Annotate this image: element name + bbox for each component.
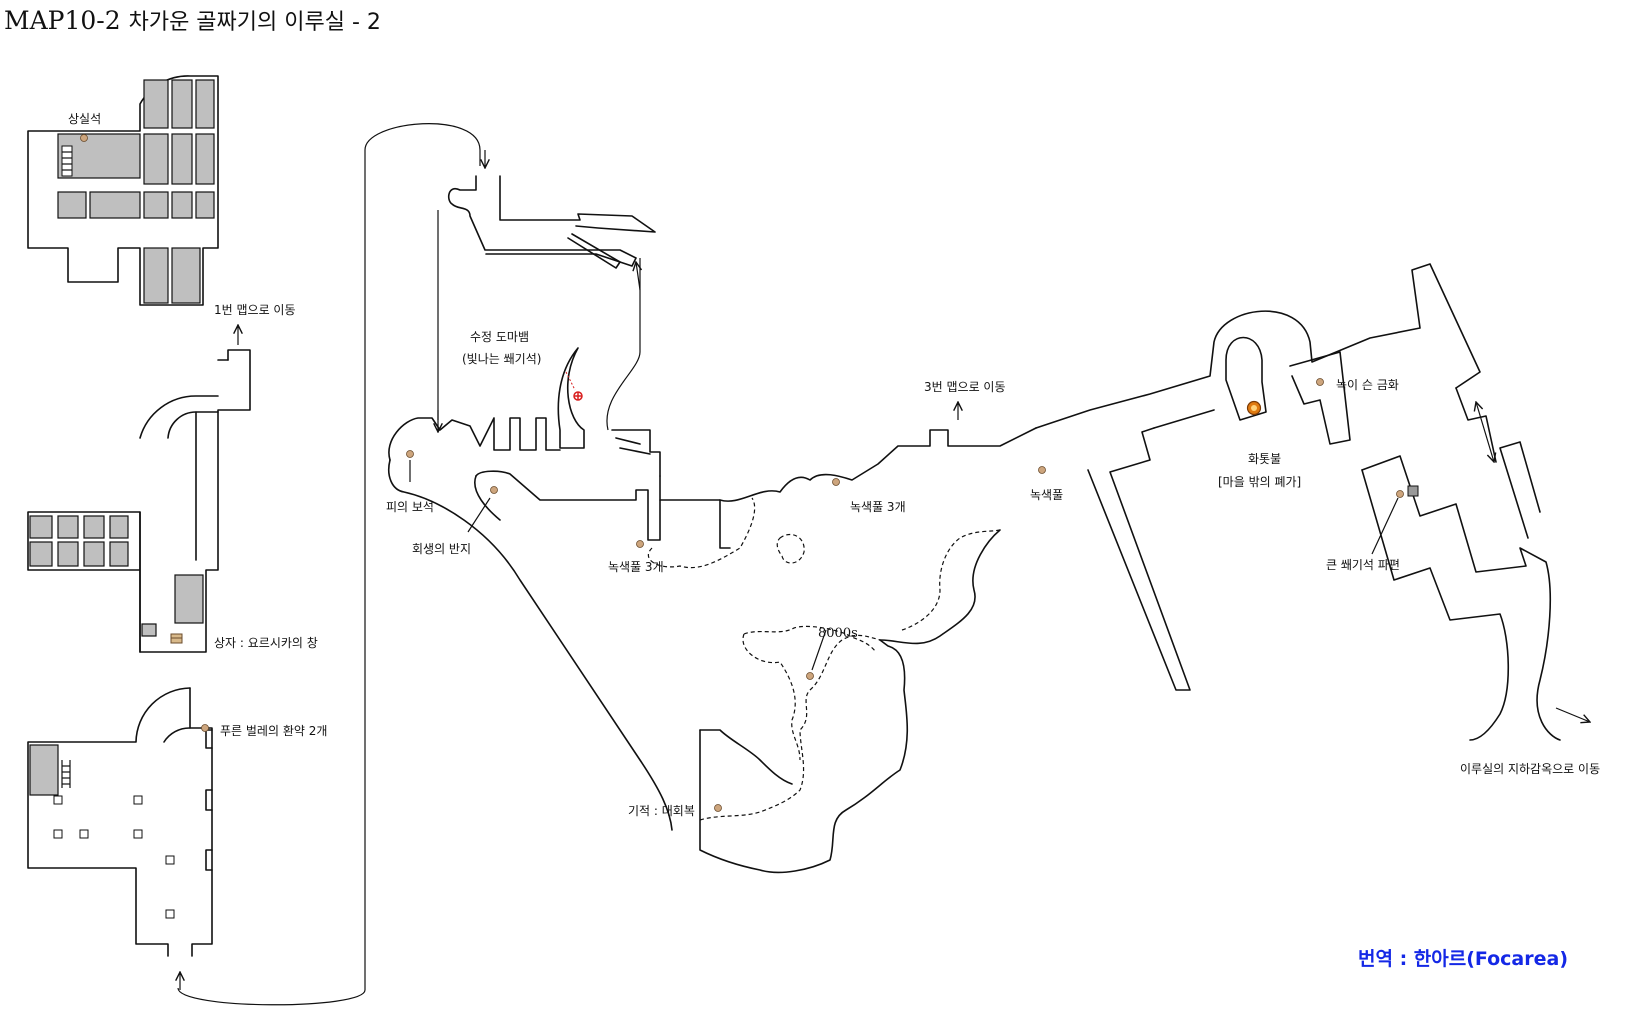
ladder-icon: [61, 145, 73, 177]
item-marker-icon: [80, 134, 88, 142]
item-marker-icon: [1038, 466, 1046, 474]
item-marker-icon: [832, 478, 840, 486]
label-sangsilseok: 상실석: [68, 112, 102, 126]
area-bottom-left: [27, 687, 213, 957]
pillars: [53, 795, 175, 919]
direction-arrow-icon: [1476, 402, 1494, 462]
label-twinkling-titanite: (빛나는 쐐기석): [462, 352, 542, 366]
label-blue-bug-pill: 푸른 벌레의 환약 2개: [220, 724, 328, 738]
label-rusted-coin: 녹이 슨 금화: [1336, 378, 1399, 392]
cube-marker-icon: [1407, 485, 1419, 497]
map-title: MAP10-2 차가운 골짜기의 이루실 - 2: [4, 4, 381, 36]
item-marker-icon: [406, 450, 414, 458]
item-marker-icon: [1396, 490, 1404, 498]
area-east: [1035, 263, 1590, 741]
label-souls-8000: 8000s: [818, 626, 858, 641]
grey-blocks: [29, 515, 204, 637]
label-blood-gem: 피의 보석: [386, 500, 434, 514]
ladder-icon: [61, 760, 71, 788]
label-green-blossom-c: 녹색풀: [1030, 488, 1064, 502]
label-bonfire: 화톳불: [1248, 452, 1282, 466]
label-green-blossom-a: 녹색풀 3개: [608, 560, 664, 574]
connecting-route: [177, 123, 481, 1006]
direction-arrow-icon: [1555, 707, 1590, 722]
translator-credit: 번역 : 한아르(Focarea): [1358, 948, 1569, 970]
item-marker-icon: [806, 672, 814, 680]
map-title-main: MAP10-2: [4, 6, 121, 35]
label-bonfire-name: [마을 밖의 폐가]: [1218, 475, 1302, 489]
item-marker-icon: [714, 804, 722, 812]
label-large-titanite: 큰 쐐기석 파편: [1326, 558, 1400, 572]
label-ring-of-rebirth: 회생의 반지: [412, 542, 472, 556]
area-middle-left: [27, 349, 251, 653]
direction-arrow-icon: [636, 262, 640, 291]
label-exit-map1[interactable]: 1번 맵으로 이동: [214, 303, 296, 317]
area-top-left: [27, 75, 238, 345]
item-marker-icon: [201, 724, 209, 732]
item-marker-icon: [636, 540, 644, 548]
label-crystal-lizard: 수정 도마뱀: [470, 330, 530, 344]
label-exit-dungeon[interactable]: 이루실의 지하감옥으로 이동: [1460, 762, 1601, 776]
label-green-blossom-b: 녹색풀 3개: [850, 500, 906, 514]
label-miracle-heal: 기적 : 대회복: [628, 804, 695, 818]
map-title-sub: 차가운 골짜기의 이루실 - 2: [128, 10, 381, 35]
treasure-chest-icon: [170, 633, 183, 644]
label-exit-map3[interactable]: 3번 맵으로 이동: [924, 380, 1006, 394]
area-central: [388, 175, 1037, 874]
grey-blocks: [57, 79, 215, 304]
label-chest-yorshika: 상자 : 요르시카의 창: [214, 636, 318, 650]
item-marker-icon: [490, 486, 498, 494]
item-marker-icon: [1316, 378, 1324, 386]
